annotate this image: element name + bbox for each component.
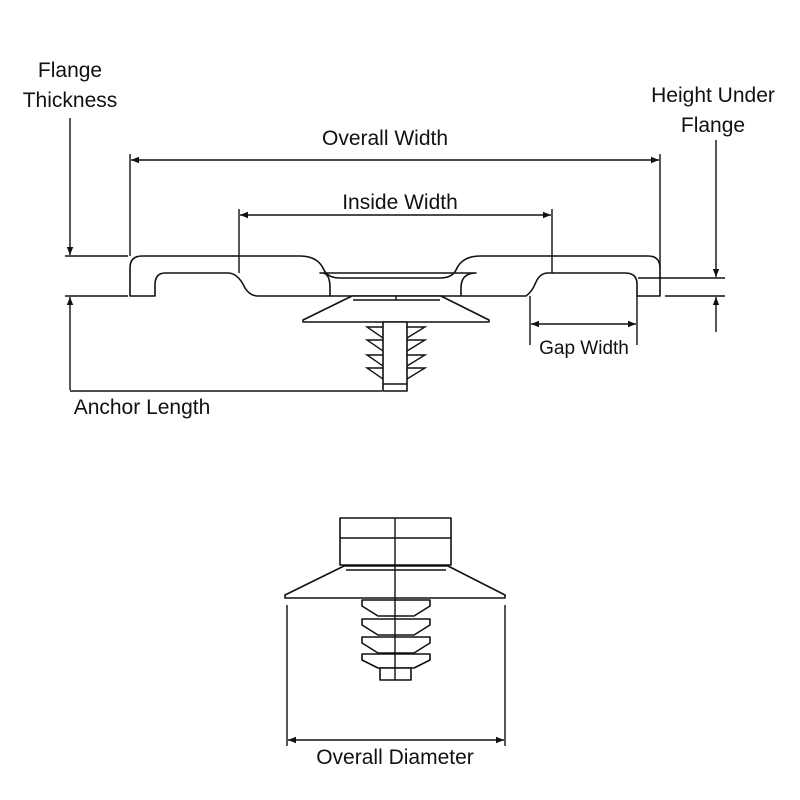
overall-diameter-dimension xyxy=(286,605,506,746)
height-under-flange-label-line1: Height Under xyxy=(651,84,775,107)
flange-thickness-dimension xyxy=(65,118,128,390)
inside-width-label: Inside Width xyxy=(342,191,458,214)
flange-thickness-label-line1: Flange xyxy=(37,59,103,82)
anchor-length-label: Anchor Length xyxy=(73,396,211,419)
overall-width-label: Overall Width xyxy=(321,127,449,150)
flange-profile xyxy=(129,255,661,297)
flange-thickness-label: Flange Thickness xyxy=(23,56,118,116)
gap-width-dimension xyxy=(529,296,638,345)
anchor-front-view xyxy=(284,517,506,681)
height-under-flange-label-line2: Flange xyxy=(680,114,746,137)
height-under-flange-label: Height Under Flange xyxy=(651,81,775,141)
gap-width-label: Gap Width xyxy=(539,338,629,359)
flange-thickness-label-line2: Thickness xyxy=(22,89,118,112)
overall-width-dimension xyxy=(129,154,661,268)
height-under-flange-dimension xyxy=(638,140,725,332)
inside-width-dimension xyxy=(238,209,553,273)
anchor-side-view xyxy=(302,295,490,392)
overall-diameter-label: Overall Diameter xyxy=(316,746,474,769)
